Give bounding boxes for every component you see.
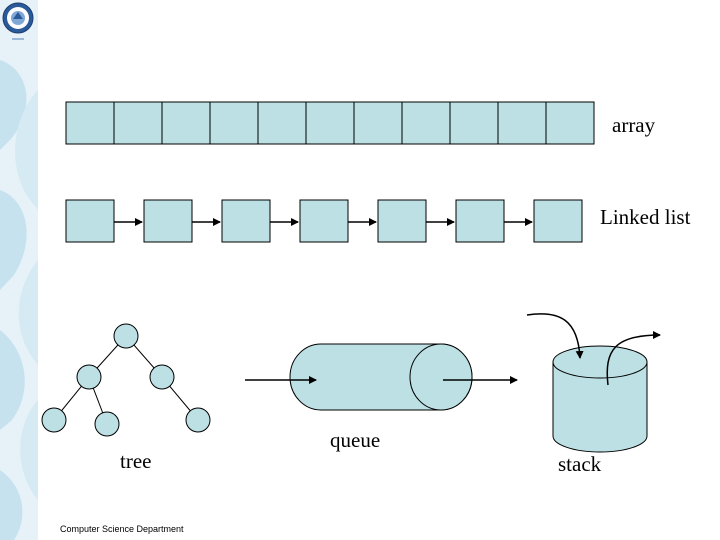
linked-list-node (143, 199, 193, 243)
linked-list-node (221, 199, 271, 243)
queue-structure (245, 343, 518, 411)
linked-list-node (65, 199, 115, 243)
array-cell (353, 101, 403, 145)
footer-department: Computer Science Department (60, 524, 184, 534)
array-cell (305, 101, 355, 145)
stack-body (552, 362, 648, 453)
university-seal-logo (2, 2, 34, 40)
linked-list-label: Linked list (600, 205, 691, 229)
tree-label: tree (120, 449, 152, 473)
array-cell (65, 101, 115, 145)
stack-label: stack (558, 452, 602, 476)
linked-list-node (455, 199, 505, 243)
tree-node (76, 364, 102, 390)
queue-front-end (409, 343, 473, 411)
tree-node (113, 323, 139, 349)
tree-node (185, 407, 211, 433)
array-cell (257, 101, 307, 145)
side-decoration (0, 0, 38, 540)
array-cell (497, 101, 547, 145)
queue-label: queue (330, 428, 381, 452)
tree-node (41, 407, 67, 433)
linked-list-node (377, 199, 427, 243)
array-cell (209, 101, 259, 145)
tree-node (149, 364, 175, 390)
stack-structure (526, 313, 661, 453)
linked-list-node (533, 199, 583, 243)
linked-list-node (299, 199, 349, 243)
array-cell (401, 101, 451, 145)
array-cell (161, 101, 211, 145)
stack-pop-arrow (606, 331, 661, 386)
array-cell (113, 101, 163, 145)
tree-structure (41, 323, 211, 437)
tree-node (94, 411, 120, 437)
array-structure (65, 101, 595, 145)
array-cell (545, 101, 595, 145)
linked-list-structure (65, 199, 583, 243)
stack-top (552, 345, 648, 379)
array-label: array (612, 113, 656, 137)
array-cell (449, 101, 499, 145)
stack-push-arrow (526, 313, 584, 359)
